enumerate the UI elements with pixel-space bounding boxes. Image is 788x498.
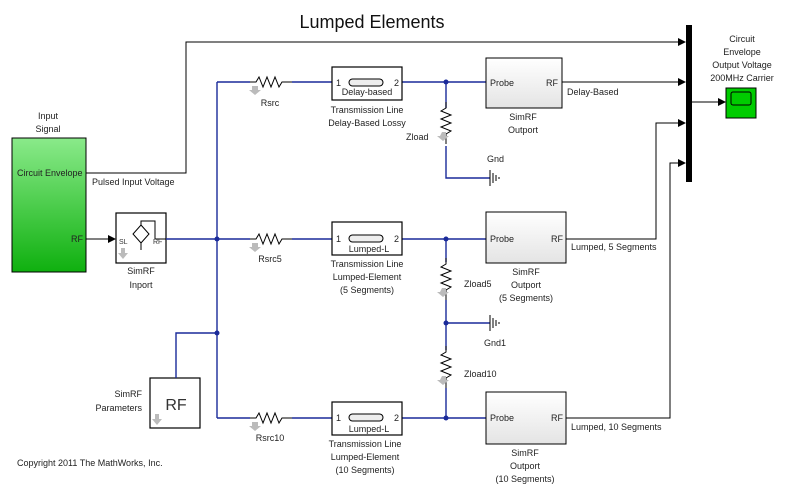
tline-icon-text: Lumped-L — [349, 424, 390, 434]
tline-delay-based-block[interactable]: 1 2 Delay-based — [331, 66, 403, 101]
junction — [443, 236, 449, 242]
ground-icon[interactable] — [489, 314, 500, 332]
mux-block[interactable] — [686, 25, 692, 182]
tline-label: Transmission Line — [331, 259, 404, 269]
zload-label: Zload — [406, 132, 429, 142]
scope-label: Circuit — [729, 34, 755, 44]
simrf-outport-5-block[interactable]: Probe RF — [485, 211, 567, 264]
outport-label: SimRF — [511, 448, 539, 458]
signal-label: Lumped, 10 Segments — [571, 422, 662, 432]
port-1: 1 — [336, 413, 341, 423]
copyright-text: Copyright 2011 The MathWorks, Inc. — [17, 458, 163, 468]
outport-label: Outport — [510, 461, 541, 471]
junction — [443, 79, 449, 85]
tline-label: Transmission Line — [331, 105, 404, 115]
source-icon — [132, 220, 166, 250]
port-rf: RF — [546, 78, 558, 88]
diagram-title: Lumped Elements — [299, 12, 444, 32]
inport-label-1: SimRF — [127, 266, 155, 276]
input-signal-block[interactable] — [11, 137, 87, 273]
port-2: 2 — [394, 78, 399, 88]
tline-icon-text: Delay-based — [342, 87, 393, 97]
outport-label: Outport — [508, 125, 539, 135]
zload-resistor-icon[interactable] — [436, 101, 452, 145]
port-probe: Probe — [490, 78, 514, 88]
scope-block[interactable] — [725, 87, 757, 119]
scope-label: Envelope — [723, 47, 761, 57]
port-rf: RF — [551, 413, 563, 423]
down-arrow-icon — [152, 414, 162, 425]
simrf-outport-block[interactable]: Probe RF — [485, 57, 563, 109]
inport-label-2: Inport — [129, 280, 153, 290]
down-arrow-icon — [118, 248, 128, 259]
junction — [443, 415, 449, 421]
coax-icon — [348, 234, 384, 243]
coax-icon — [348, 413, 384, 422]
lumped10-signal-line[interactable] — [566, 159, 686, 419]
zload5-resistor-icon[interactable] — [436, 257, 452, 301]
port-probe: Probe — [490, 413, 514, 423]
rf-icon: RF — [165, 397, 187, 414]
tline-label: (10 Segments) — [335, 465, 394, 475]
port-sl: SL — [119, 239, 128, 246]
tline-label: Delay-Based Lossy — [328, 118, 406, 128]
ground-icon[interactable] — [489, 169, 500, 187]
tline-icon-text: Lumped-L — [349, 244, 390, 254]
zload5-label: Zload5 — [464, 279, 492, 289]
port-2: 2 — [394, 234, 399, 244]
scope-screen-icon — [730, 91, 752, 106]
tline-label: Lumped-Element — [331, 452, 400, 462]
simrf-outport-10-block[interactable]: Probe RF — [485, 391, 567, 445]
port-2: 2 — [394, 413, 399, 423]
port-probe: Probe — [490, 234, 514, 244]
tline-lumped10-block[interactable]: 1 2 Lumped-L — [331, 401, 403, 436]
tline-label: (5 Segments) — [340, 285, 394, 295]
outport-label: SimRF — [509, 112, 537, 122]
physical-connections[interactable] — [166, 81, 490, 419]
rsrc-resistor-icon[interactable] — [248, 76, 293, 96]
scope-label: Output Voltage — [712, 60, 772, 70]
pulsed-input-line[interactable] — [86, 38, 686, 174]
zload10-label: Zload10 — [464, 369, 497, 379]
tline-label: Lumped-Element — [333, 272, 402, 282]
tline-lumped5-block[interactable]: 1 2 Lumped-L — [331, 221, 403, 256]
gnd-label: Gnd — [487, 154, 504, 164]
simrf-parameters-block[interactable] — [149, 377, 201, 429]
lumped5-signal-line[interactable] — [566, 119, 686, 240]
signal-label: Delay-Based — [567, 87, 619, 97]
tline-label: Transmission Line — [329, 439, 402, 449]
rsrc5-label: Rsrc5 — [258, 254, 282, 264]
rsrc10-resistor-icon[interactable] — [248, 412, 293, 432]
port-1: 1 — [336, 234, 341, 244]
outport-label: Outport — [511, 280, 542, 290]
rsrc-label: Rsrc — [261, 98, 280, 108]
outport-label: (5 Segments) — [499, 293, 553, 303]
port-rf: RF — [551, 234, 563, 244]
port-rf: RF — [71, 234, 83, 244]
input-signal-label-2: Signal — [35, 124, 60, 134]
coax-icon — [348, 78, 384, 87]
rsrc10-label: Rsrc10 — [256, 433, 285, 443]
rsrc5-resistor-icon[interactable] — [248, 233, 293, 253]
zload10-resistor-icon[interactable] — [436, 345, 452, 389]
signal-label: Lumped, 5 Segments — [571, 242, 657, 252]
port-circuit-envelope: Circuit Envelope — [17, 168, 83, 178]
scope-label: 200MHz Carrier — [710, 73, 774, 83]
junction — [443, 320, 449, 326]
gnd1-label: Gnd1 — [484, 338, 506, 348]
parameters-label-1: SimRF — [115, 389, 143, 399]
port-rf-inport: RF — [153, 239, 162, 246]
pulsed-input-label: Pulsed Input Voltage — [92, 177, 175, 187]
junction — [214, 330, 220, 336]
port-1: 1 — [336, 78, 341, 88]
parameters-label-2: Parameters — [95, 403, 142, 413]
outport-label: SimRF — [512, 267, 540, 277]
outport-label: (10 Segments) — [495, 474, 554, 484]
junction — [214, 236, 220, 242]
input-signal-label-1: Input — [38, 111, 59, 121]
